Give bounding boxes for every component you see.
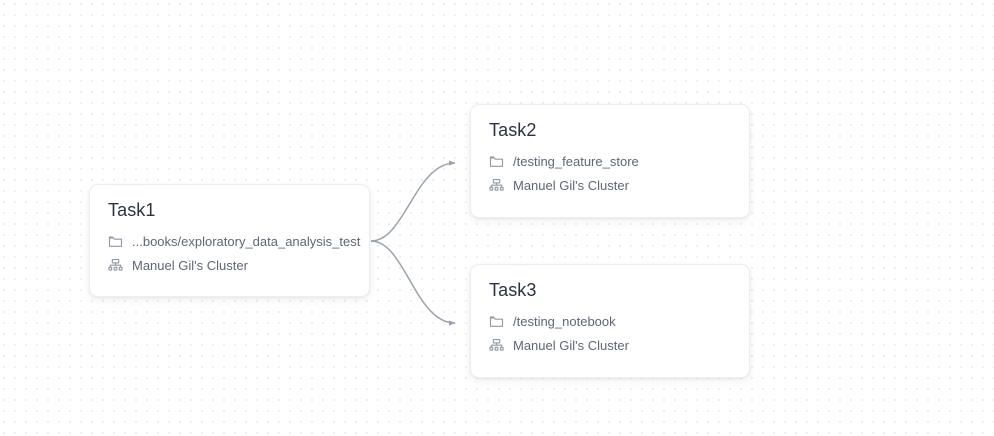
node-task1-cluster-row: Manuel Gil's Cluster xyxy=(108,257,351,274)
node-task1-title: Task1 xyxy=(108,200,156,220)
edge-task1-task2 xyxy=(370,160,456,242)
node-task2-cluster-row: Manuel Gil's Cluster xyxy=(489,177,731,194)
folder-icon xyxy=(489,154,504,169)
node-task1-cluster-label: Manuel Gil's Cluster xyxy=(132,258,248,273)
node-task2-cluster-label: Manuel Gil's Cluster xyxy=(513,178,629,193)
node-task2-path-row: /testing_feature_store xyxy=(489,153,731,170)
node-task1-path-row: ...books/exploratory_data_analysis_test xyxy=(108,233,360,250)
cluster-icon xyxy=(489,338,504,353)
node-task3-title: Task3 xyxy=(489,280,537,300)
folder-icon xyxy=(489,314,504,329)
node-task1-path-label: ...books/exploratory_data_analysis_test xyxy=(132,234,361,249)
node-task3-cluster-label: Manuel Gil's Cluster xyxy=(513,338,629,353)
node-task2-title: Task2 xyxy=(489,120,537,140)
cluster-icon xyxy=(108,258,123,273)
folder-icon xyxy=(108,234,123,249)
node-task2-path-label: /testing_feature_store xyxy=(513,154,639,169)
cluster-icon xyxy=(489,178,504,193)
edge-task1-task3 xyxy=(370,240,456,326)
node-task1[interactable]: Task1 ...books/exploratory_data_analysis… xyxy=(89,184,370,297)
node-task2[interactable]: Task2 /testing_feature_store M xyxy=(470,104,750,218)
node-task3-path-label: /testing_notebook xyxy=(513,314,616,329)
node-task3-cluster-row: Manuel Gil's Cluster xyxy=(489,337,731,354)
node-task3[interactable]: Task3 /testing_notebook Manuel xyxy=(470,264,750,378)
node-task3-path-row: /testing_notebook xyxy=(489,313,731,330)
